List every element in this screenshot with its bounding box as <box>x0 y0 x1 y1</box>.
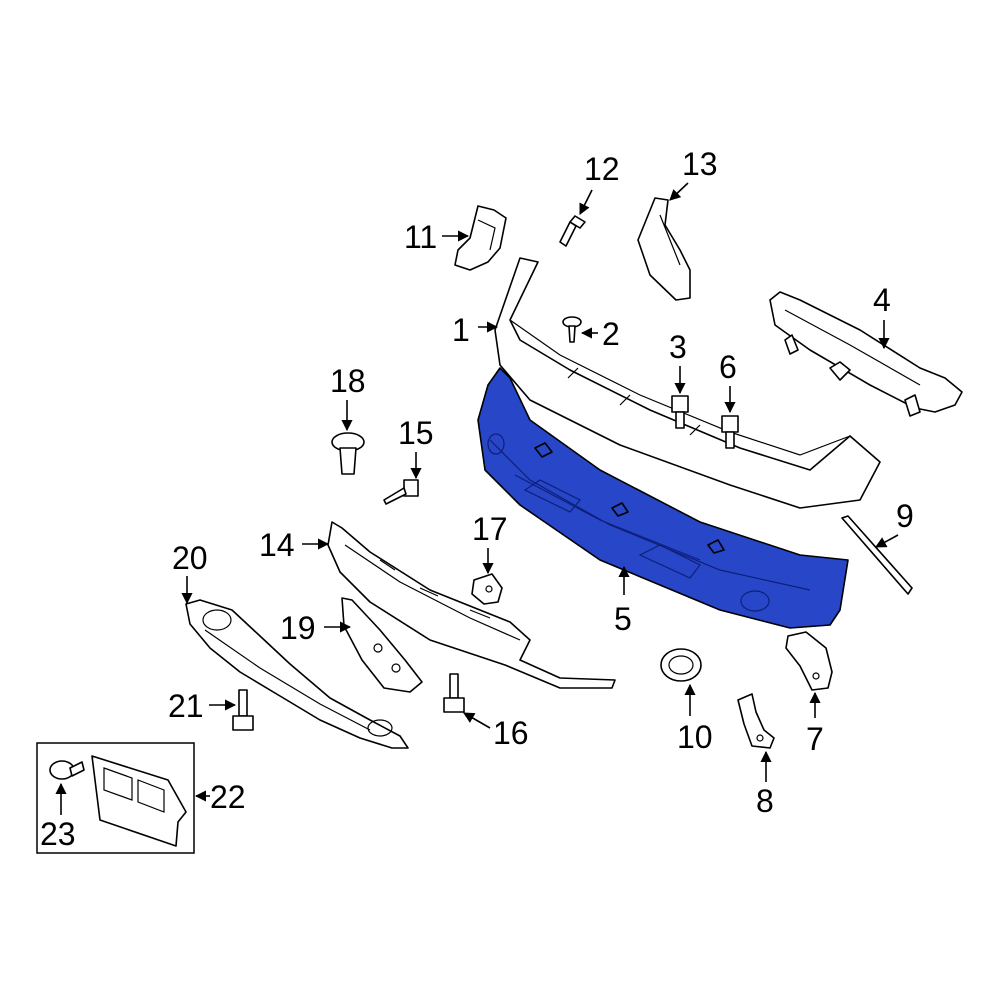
part-3-bolt[interactable] <box>671 395 689 429</box>
callout-15: 15 <box>398 415 434 451</box>
callout-16: 16 <box>493 715 529 751</box>
callout-20: 20 <box>172 540 208 576</box>
callout-5: 5 <box>614 601 632 637</box>
callout-22: 22 <box>210 779 246 815</box>
callout-23: 23 <box>40 816 76 852</box>
part-4-reinforcement[interactable] <box>769 291 963 417</box>
part-17-small-bracket[interactable] <box>471 573 503 605</box>
part-11-bracket[interactable] <box>454 205 507 271</box>
callout-7: 7 <box>806 721 824 757</box>
part-9-trim-strip[interactable] <box>841 515 913 595</box>
callout-18: 18 <box>330 363 366 399</box>
callout-8: 8 <box>756 783 774 819</box>
part-1-upper-cover[interactable] <box>494 257 881 509</box>
part-22-license-bracket[interactable] <box>91 755 187 847</box>
part-15-screw[interactable] <box>383 479 419 505</box>
callout-labels: 1 2 3 4 5 6 7 8 9 10 11 12 13 14 15 16 1… <box>40 146 914 852</box>
part-5-front-bumper[interactable] <box>477 367 849 629</box>
part-2-clip[interactable] <box>562 316 582 343</box>
part-10-fog-cover[interactable] <box>660 648 702 682</box>
part-6-bolt[interactable] <box>721 415 739 449</box>
inset-box <box>36 742 195 854</box>
callout-13: 13 <box>682 146 718 182</box>
part-21-bolt[interactable] <box>232 689 254 731</box>
part-19-air-guide[interactable] <box>341 597 423 693</box>
part-8-bracket[interactable] <box>737 693 775 749</box>
callout-12: 12 <box>584 151 620 187</box>
callout-6: 6 <box>719 349 737 385</box>
part-18-push-clip[interactable] <box>331 432 365 475</box>
callout-21: 21 <box>168 688 204 724</box>
callout-11: 11 <box>404 219 437 255</box>
part-14-lower-valance[interactable] <box>327 521 616 689</box>
callout-10: 10 <box>677 719 713 755</box>
callout-14: 14 <box>259 527 295 563</box>
part-7-bracket[interactable] <box>785 631 833 691</box>
part-13-side-bracket[interactable] <box>637 197 691 301</box>
leader-arrows <box>55 182 899 815</box>
callout-19: 19 <box>280 610 316 646</box>
part-23-push-pin[interactable] <box>49 760 85 780</box>
part-12-bolt[interactable] <box>559 215 586 247</box>
part-16-bolt[interactable] <box>443 673 465 713</box>
callout-1: 1 <box>452 312 470 348</box>
callout-4: 4 <box>873 282 891 318</box>
callout-3: 3 <box>669 329 687 365</box>
part-20-lower-support[interactable] <box>185 599 409 749</box>
callout-2: 2 <box>602 316 620 352</box>
callout-17: 17 <box>472 511 508 547</box>
callout-9: 9 <box>896 498 914 534</box>
